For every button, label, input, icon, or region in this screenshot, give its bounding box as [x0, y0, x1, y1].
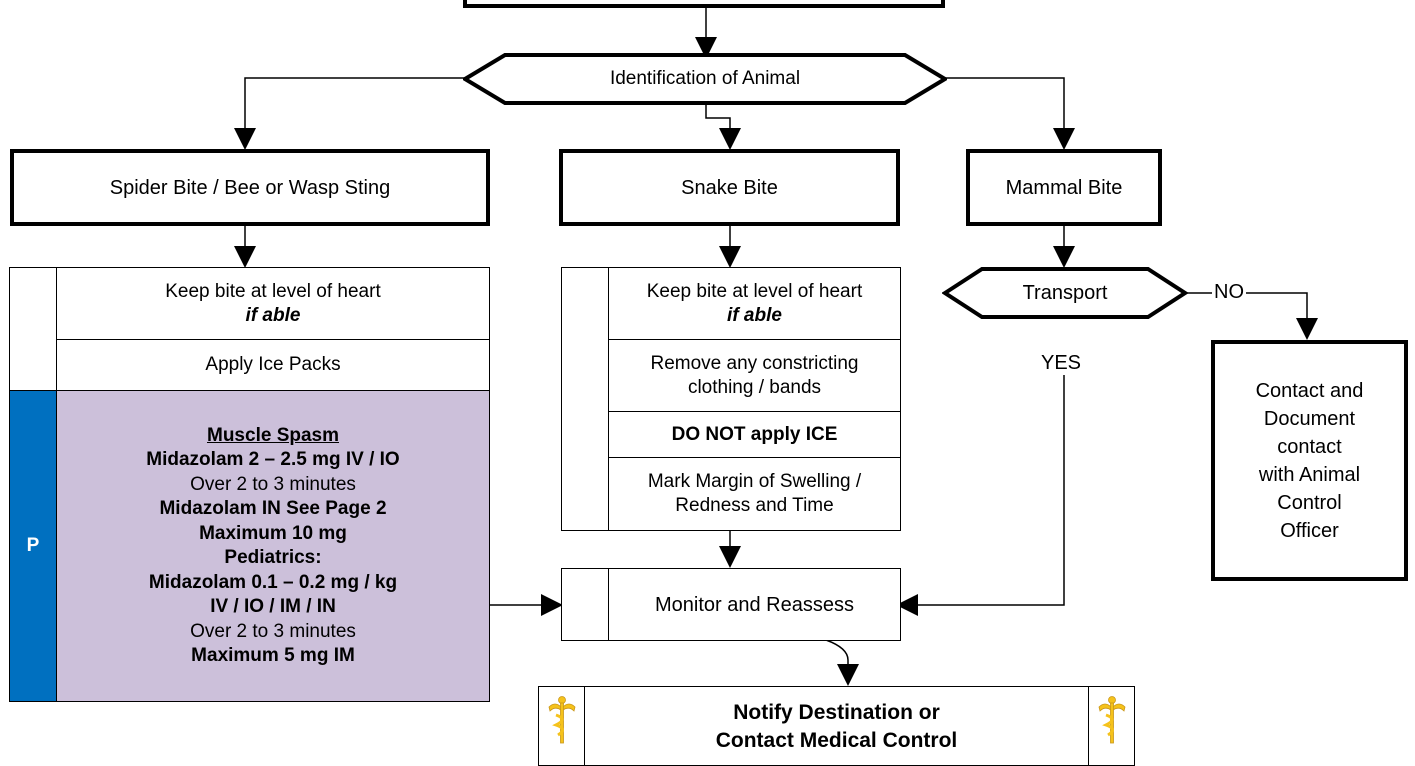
monitor-reassess-box: Monitor and Reassess: [561, 568, 901, 641]
animal-control-contact-box: Contact and Document contact with Animal…: [1211, 340, 1408, 581]
snake-step1-line1: Keep bite at level of heart: [646, 280, 863, 302]
spider-side-column: [10, 268, 57, 390]
contact-line: Contact and: [1255, 379, 1364, 402]
caduceus-icon: [1098, 696, 1126, 744]
snake-step4-line1: Mark Margin of Swelling /: [647, 471, 862, 492]
contact-line: Document: [1263, 407, 1356, 430]
no-label: NO: [1212, 281, 1246, 304]
yes-label: YES: [1039, 352, 1084, 375]
contact-line: Officer: [1280, 519, 1339, 542]
snake-step2-line2: clothing / bands: [687, 376, 822, 398]
snake-step-no-ice: DO NOT apply ICE: [609, 412, 900, 458]
spider-treatment-block: Keep bite at level of heart if able Appl…: [9, 267, 490, 702]
medication-line: Maximum 5 mg IM: [191, 645, 355, 666]
notify-left-icon-cell: [539, 687, 585, 765]
snake-step-mark-margin: Mark Margin of Swelling / Redness and Ti…: [609, 458, 900, 530]
notify-line1: Notify Destination or: [733, 701, 940, 724]
snake-step3-text: DO NOT apply ICE: [671, 423, 838, 445]
medication-line: Muscle Spasm: [207, 424, 339, 446]
decision-identify-label: Identification of Animal: [609, 68, 801, 89]
medication-line: Midazolam 0.1 – 0.2 mg / kg: [148, 571, 398, 593]
arrow-to-snake: [705, 101, 741, 150]
medication-line: IV / IO / IM / IN: [210, 596, 336, 617]
spider-step-keep-level: Keep bite at level of heart if able: [57, 268, 489, 340]
caduceus-icon: [548, 696, 576, 744]
spider-step-ice-packs: Apply Ice Packs: [57, 340, 489, 390]
snake-step-remove-clothing: Remove any constricting clothing / bands: [609, 340, 900, 412]
notify-text: Notify Destination or Contact Medical Co…: [585, 687, 1088, 765]
snake-step4-line2: Redness and Time: [675, 495, 834, 516]
monitor-reassess-label: Monitor and Reassess: [655, 593, 854, 616]
decision-identify-shape: [463, 53, 947, 105]
notify-line2: Contact Medical Control: [715, 729, 958, 752]
snake-step-keep-level: Keep bite at level of heart if able: [609, 268, 900, 340]
decision-transport-shape: [942, 267, 1188, 319]
medication-line: Midazolam IN See Page 2: [159, 498, 387, 519]
mammal-bite-box: Mammal Bite: [966, 149, 1162, 226]
spider-step1-line2: if able: [245, 304, 301, 326]
arrow-yes-to-monitor: [896, 375, 1065, 616]
snake-step1-line2: if able: [727, 304, 782, 326]
notify-right-icon-cell: [1088, 687, 1134, 765]
previous-step-box: [463, 0, 945, 8]
medication-line: Midazolam 2 – 2.5 mg IV / IO: [146, 449, 400, 470]
paramedic-tag-label: P: [26, 535, 40, 556]
spider-step1-line1: Keep bite at level of heart: [165, 280, 381, 302]
arrow-no-to-contact: [1186, 292, 1318, 340]
arrow-to-mammal: [944, 77, 1075, 150]
spider-bite-box: Spider Bite / Bee or Wasp Sting: [10, 149, 490, 226]
snake-side-column: [562, 268, 609, 530]
contact-line: contact: [1277, 435, 1342, 458]
medication-line: Over 2 to 3 minutes: [190, 473, 356, 495]
medication-line: Maximum 10 mg: [199, 522, 347, 544]
snake-treatment-block: Keep bite at level of heart if able Remo…: [561, 267, 901, 531]
medication-line: Over 2 to 3 minutes: [190, 620, 356, 642]
snake-bite-box: Snake Bite: [559, 149, 900, 226]
monitor-side-column: [562, 569, 609, 640]
paramedic-tag: P: [10, 390, 57, 701]
arrow-monitor-to-notify: [825, 639, 859, 686]
snake-step2-line1: Remove any constricting: [650, 352, 859, 374]
arrow-to-spider: [234, 77, 466, 150]
decision-transport-label: Transport: [1022, 282, 1108, 304]
contact-line: Control: [1277, 491, 1342, 514]
spider-step2-text: Apply Ice Packs: [205, 354, 341, 375]
notify-medical-control-box: Notify Destination or Contact Medical Co…: [538, 686, 1135, 766]
medication-line: Pediatrics:: [224, 547, 322, 568]
contact-line: with Animal: [1258, 463, 1361, 486]
